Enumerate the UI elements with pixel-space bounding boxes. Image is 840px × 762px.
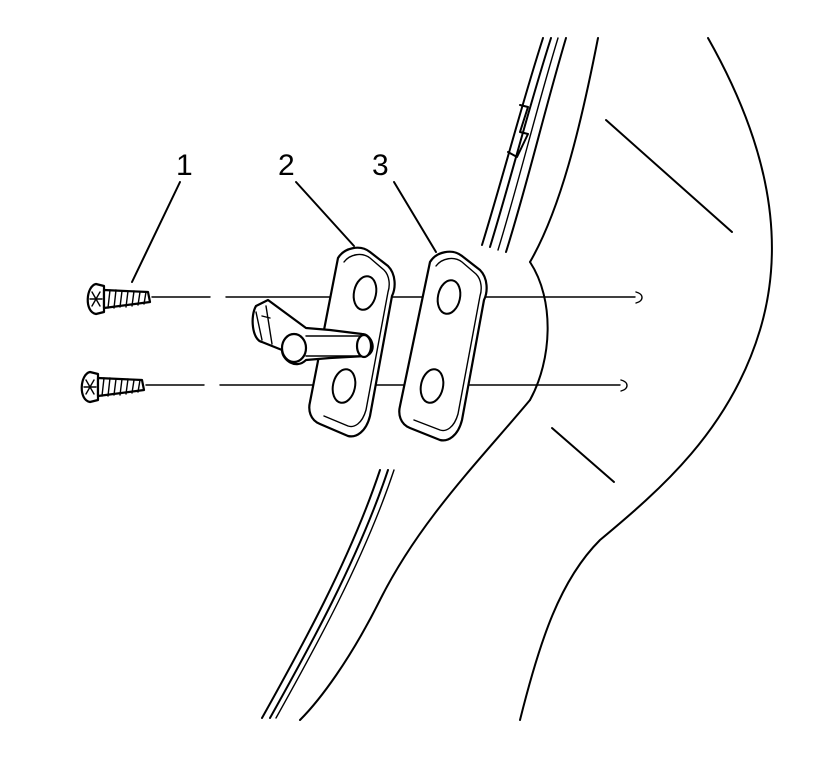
callout-leaders [131,181,437,283]
alignment-lines [145,291,643,392]
striker-pin [251,298,374,366]
screw-upper [86,282,152,316]
callout-2: 2 [278,149,295,182]
callout-1: 1 [176,149,193,182]
spacer-plate [398,250,488,442]
door-frame-outline [261,37,773,721]
callout-3: 3 [372,149,389,182]
screw-lower [80,370,146,404]
